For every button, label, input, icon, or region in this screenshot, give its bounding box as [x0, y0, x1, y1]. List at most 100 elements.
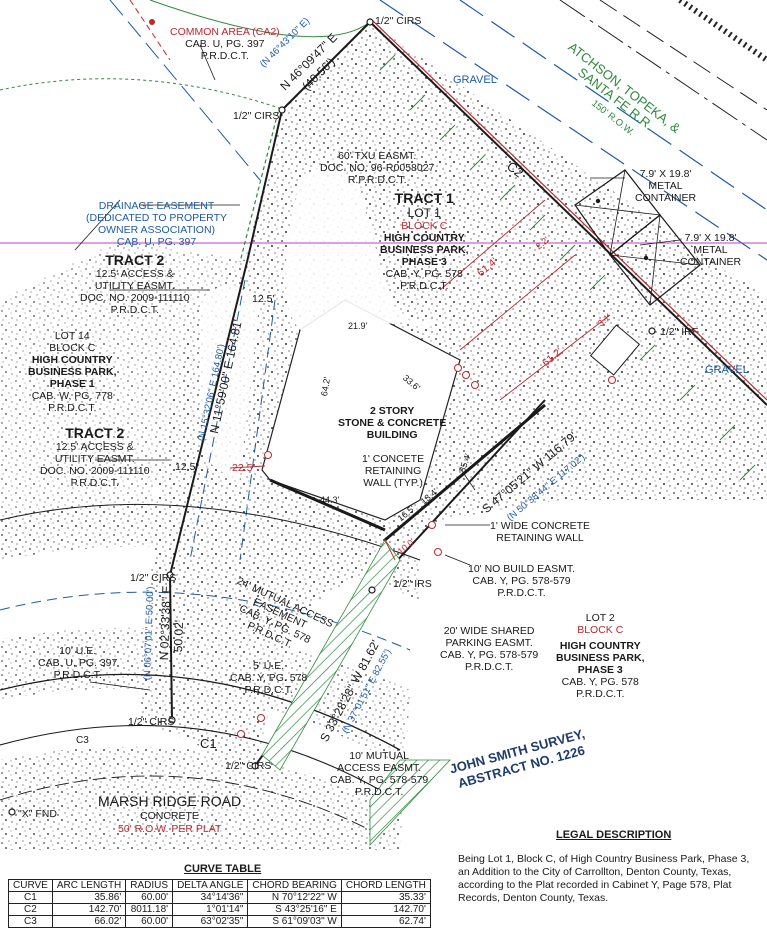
retaining-wall	[269, 478, 386, 532]
container-2-label: 7.9' X 19.8' METAL CONTAINER	[680, 232, 742, 268]
tract-1-label: TRACT 1 LOT 1 BLOCK C HIGH COUNTRY BUSIN…	[380, 190, 469, 292]
easement-arc-1	[149, 0, 371, 38]
table-cell: 60.00'	[125, 891, 174, 904]
table-cell: C1	[8, 891, 53, 904]
container-point-1	[595, 198, 601, 204]
corner-monuments	[8, 18, 656, 816]
curve-c3-label: C3	[76, 735, 89, 746]
mutual-access-10-label: 10' MUTUAL ACCESS EASMT. CAB. Y, PG. 578…	[330, 750, 429, 798]
container-diagonals	[574, 169, 701, 306]
table-cell: 142.70'	[51, 903, 127, 916]
gravel-top-label: GRAVEL	[453, 74, 497, 86]
railroad-line-2	[459, 0, 767, 211]
irf-label: 1/2" IRF	[660, 326, 699, 338]
table-cell: S 43°25'16" E	[247, 903, 342, 916]
row-line-4	[559, 0, 767, 141]
ue-10-label: 10' U.E. CAB. U, PG. 397 P.R.D.C.T.	[38, 645, 118, 681]
tract-2-mid-label: TRACT 2 12.5' ACCESS & UTILITY EASMT. DO…	[40, 425, 150, 489]
table-cell: C3	[8, 915, 53, 928]
table-cell: 8011.18'	[125, 903, 174, 916]
road-curve-top	[0, 503, 421, 561]
road-name-label: MARSH RIDGE ROAD	[98, 793, 242, 809]
dim-21-9: 21.9'	[348, 321, 368, 331]
cirs-mid-label: 1/2" CIRS	[130, 572, 177, 584]
curve-table-header: CURVE ARC LENGTH RADIUS DELTA ANGLE CHOR…	[8, 879, 431, 892]
table-row: C1 35.86' 60.00' 34°14'36" N 70°12'22" W…	[8, 891, 431, 904]
irs-label: 1/2" IRS	[393, 578, 432, 590]
red-markers	[237, 364, 616, 738]
driveway-area	[285, 167, 440, 330]
railroad-line-3	[599, 0, 767, 111]
leader-lines	[74, 44, 681, 691]
building-footprint	[261, 299, 461, 521]
small-structure	[589, 324, 641, 376]
dim-22-5: 22.5'	[232, 462, 255, 474]
table-cell: 35.86'	[51, 891, 127, 904]
blue-diagonal	[109, 0, 261, 181]
tract-2-top-label: TRACT 2 12.5' ACCESS & UTILITY EASMT. DO…	[80, 252, 190, 316]
col-arc-length: ARC LENGTH	[51, 879, 127, 892]
green-tick-marks	[379, 54, 756, 481]
col-delta-angle: DELTA ANGLE	[172, 879, 249, 892]
no-build-label: 10' NO BUILD EASMT. CAB. Y, PG. 578-579 …	[468, 563, 576, 599]
container-point-2	[643, 255, 649, 261]
dim-12-5-a: 12.5'	[252, 293, 275, 305]
red-dimension-lines	[229, 199, 611, 561]
road-curve-inner	[0, 775, 371, 831]
table-cell: 62.74'	[340, 915, 431, 928]
table-cell: 1°01'14"	[172, 903, 249, 916]
legal-description-title: LEGAL DESCRIPTION	[556, 829, 672, 841]
road-white-gap	[0, 688, 390, 800]
table-cell: 142.70'	[340, 903, 431, 916]
cirs-bot2-label: 1/2" CIRS	[225, 760, 272, 772]
table-cell: 35.33'	[340, 891, 431, 904]
cirs-bot1-label: 1/2" CIRS	[128, 716, 175, 728]
x-found-label: "X" FND	[18, 808, 57, 820]
road-curve-c1	[0, 673, 401, 751]
dist-mid: 50.02'	[171, 619, 187, 653]
col-chord-length: CHORD LENGTH	[340, 879, 431, 892]
container-1-label: 7.9' X 19.8' METAL CONTAINER	[635, 168, 697, 204]
red-point	[149, 19, 155, 25]
ue-5-label: 5' U.E. CAB. Y, PG. 578 P.R.D.C.T.	[230, 660, 308, 696]
cirs-top-label: 1/2" CIRS	[375, 15, 422, 27]
parking-island	[200, 285, 260, 480]
legal-description-text: Being Lot 1, Block C, of High Country Bu…	[458, 853, 750, 904]
table-cell: 63°02'35"	[172, 915, 249, 928]
road-surface-label: CONCRETE	[140, 810, 199, 822]
railroad-line-1	[379, 0, 767, 261]
curve-c1-label: C1	[200, 736, 217, 751]
table-cell: S 61°09'03" W	[247, 915, 342, 928]
txu-easement-label: 60' TXU EASMT. DOC. NO. 96-R0058027 R.P.…	[320, 150, 435, 186]
green-easement-strip	[261, 539, 401, 771]
blue-boundary-2	[239, 299, 276, 561]
road-row-label: 50' R.O.W. PER PLAT	[118, 823, 222, 835]
rail-hatch	[678, 0, 767, 63]
table-cell: N 70°12'22" W	[247, 891, 342, 904]
table-cell: 60.00'	[125, 915, 174, 928]
dim-44-3: 44.3'	[320, 495, 340, 505]
road-curve-c3	[0, 725, 381, 791]
table-cell: 34°14'36"	[172, 891, 249, 904]
lot-2-label: LOT 2 BLOCK C HIGH COUNTRY BUSINESS PARK…	[556, 612, 645, 700]
easement-arc-2	[0, 78, 286, 111]
building-label: 2 STORY STONE & CONCRETE BUILDING	[338, 405, 447, 441]
retaining-wall-label: 1' CONCETE RETAINING WALL (TYP.)	[362, 453, 425, 489]
red-dash-top	[129, 0, 171, 61]
green-easement-corner	[369, 759, 451, 847]
parking-easement-label: 20' WIDE SHARED PARKING EASMT. CAB. Y, P…	[440, 625, 539, 673]
curve-table: CURVE ARC LENGTH RADIUS DELTA ANGLE CHOR…	[8, 879, 431, 928]
gravel-right-label: GRAVEL	[705, 364, 749, 376]
table-cell: 66.02'	[51, 915, 127, 928]
lot-14-label: LOT 14 BLOCK C HIGH COUNTRY BUSINESS PAR…	[28, 330, 117, 414]
drainage-easement-label: DRAINAGE EASEMENT (DEDICATED TO PROPERTY…	[86, 200, 227, 248]
green-boundary	[239, 111, 279, 263]
col-radius: RADIUS	[125, 879, 174, 892]
retaining-wall-2	[384, 403, 546, 542]
common-area-label: COMMON AREA (CA2) CAB. U, PG. 397 P.R.D.…	[170, 26, 280, 62]
cirs-left-label: 1/2" CIRS	[233, 110, 280, 122]
col-chord-bearing: CHORD BEARING	[247, 879, 342, 892]
col-curve: CURVE	[8, 879, 53, 892]
tract-2-area	[0, 240, 245, 540]
